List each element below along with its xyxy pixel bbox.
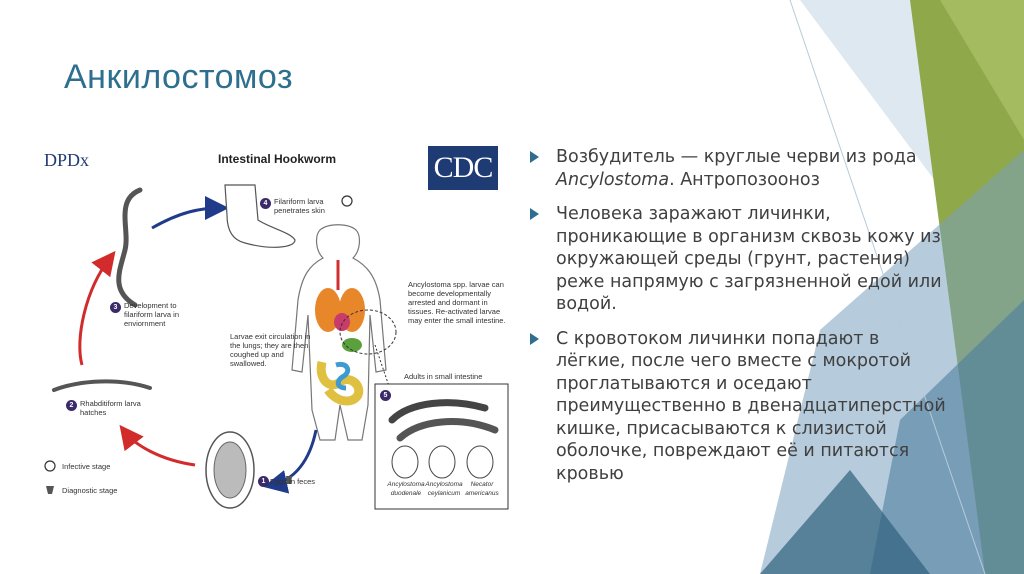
species-duodenale: Ancylostoma duodenale	[387, 481, 425, 497]
mouth-duodenale-icon	[391, 445, 419, 479]
legend-diagnostic: Diagnostic stage	[62, 486, 118, 495]
bullet-list: Возбудитель — круглые черви из рода Ancy…	[530, 146, 950, 497]
colon-icon	[316, 361, 364, 406]
slide-title: Анкилостомоз	[64, 58, 294, 96]
step-5-badge: 5	[380, 390, 391, 401]
dormant-larvae-circle	[339, 309, 397, 355]
arrow-to-rhabditiform	[119, 424, 196, 467]
deco-blue-dark	[870, 300, 1024, 574]
step-4-badge: 4	[260, 198, 271, 209]
deco-blue-corner	[760, 470, 930, 574]
bullet-arrow-icon	[530, 332, 539, 345]
bullet-item: С кровотоком личинки попадают в лёгкие, …	[530, 328, 950, 486]
microscope-icon-step1	[286, 476, 292, 484]
deco-line	[789, 0, 986, 574]
bullet-arrow-icon	[530, 208, 539, 220]
adult-worm-1-icon	[388, 399, 489, 424]
bullet-genus: Ancylostoma	[556, 169, 670, 190]
legend-infective: Infective stage	[62, 462, 111, 471]
species-americanus: Necator americanus	[465, 481, 499, 497]
stomach-icon	[342, 338, 362, 352]
step-2-badge: 2	[66, 400, 77, 411]
deco-green-top	[940, 0, 1024, 140]
dpdx-logo: DPDx	[44, 150, 90, 170]
step-3-label: Development to filariform larva in envio…	[124, 301, 180, 328]
small-intestine-icon	[335, 361, 351, 391]
foot-icon	[224, 184, 296, 248]
lifecycle-figure: DPDx Intestinal Hookworm CDC	[40, 140, 510, 520]
heart-icon	[334, 313, 350, 331]
arrow-to-filariform	[78, 250, 116, 366]
species-ceylanicum: Ancylostoma ceylanicum	[425, 481, 463, 497]
human-body-icon	[291, 224, 387, 441]
dormant-note: Ancylostoma spp. larvae can become devel…	[408, 280, 506, 325]
bullet-text-tail: . Антропозооноз	[669, 169, 820, 190]
bullet-item: Человека заражают личинки, проникающие в…	[530, 203, 950, 316]
arrow-to-eggs	[263, 429, 318, 494]
lifecycle-diagram	[44, 184, 509, 510]
biohazard-icon	[44, 460, 56, 472]
bullet-text: Возбудитель — круглые черви из рода	[556, 147, 917, 167]
bullet-text: С кровотоком личинки попадают в лёгкие, …	[556, 328, 946, 484]
filariform-larva-icon	[116, 187, 143, 308]
cdc-logo: CDC	[428, 146, 498, 190]
bullet-arrow-icon	[530, 151, 539, 163]
step-5-label: Adults in small intestine	[404, 372, 483, 381]
mouth-ceylanicum-icon	[428, 445, 456, 479]
step-1-label: Eggs in feces	[270, 477, 316, 486]
arrow-to-foot	[151, 196, 229, 230]
biohazard-icon-step4	[341, 195, 353, 207]
step-4-label: Filariform larva penetrates skin	[274, 197, 325, 215]
rhabditiform-larva-icon	[52, 379, 152, 392]
adult-worm-2-icon	[396, 418, 499, 442]
egg-inner-icon	[213, 441, 247, 499]
microscope-icon	[46, 486, 54, 494]
bullet-text: Человека заражают личинки, проникающие в…	[556, 204, 942, 314]
mouth-americanus-icon	[466, 445, 494, 479]
step-1-badge: 1	[258, 476, 269, 487]
figure-title: Intestinal Hookworm	[218, 152, 337, 166]
bullet-item: Возбудитель — круглые черви из рода Ancy…	[530, 146, 950, 191]
step-3-badge: 3	[110, 302, 121, 313]
lungs-note: Larvae exit circulation in the lungs; th…	[230, 332, 311, 368]
step-2-label: Rhabditiform larva hatches	[80, 399, 141, 417]
